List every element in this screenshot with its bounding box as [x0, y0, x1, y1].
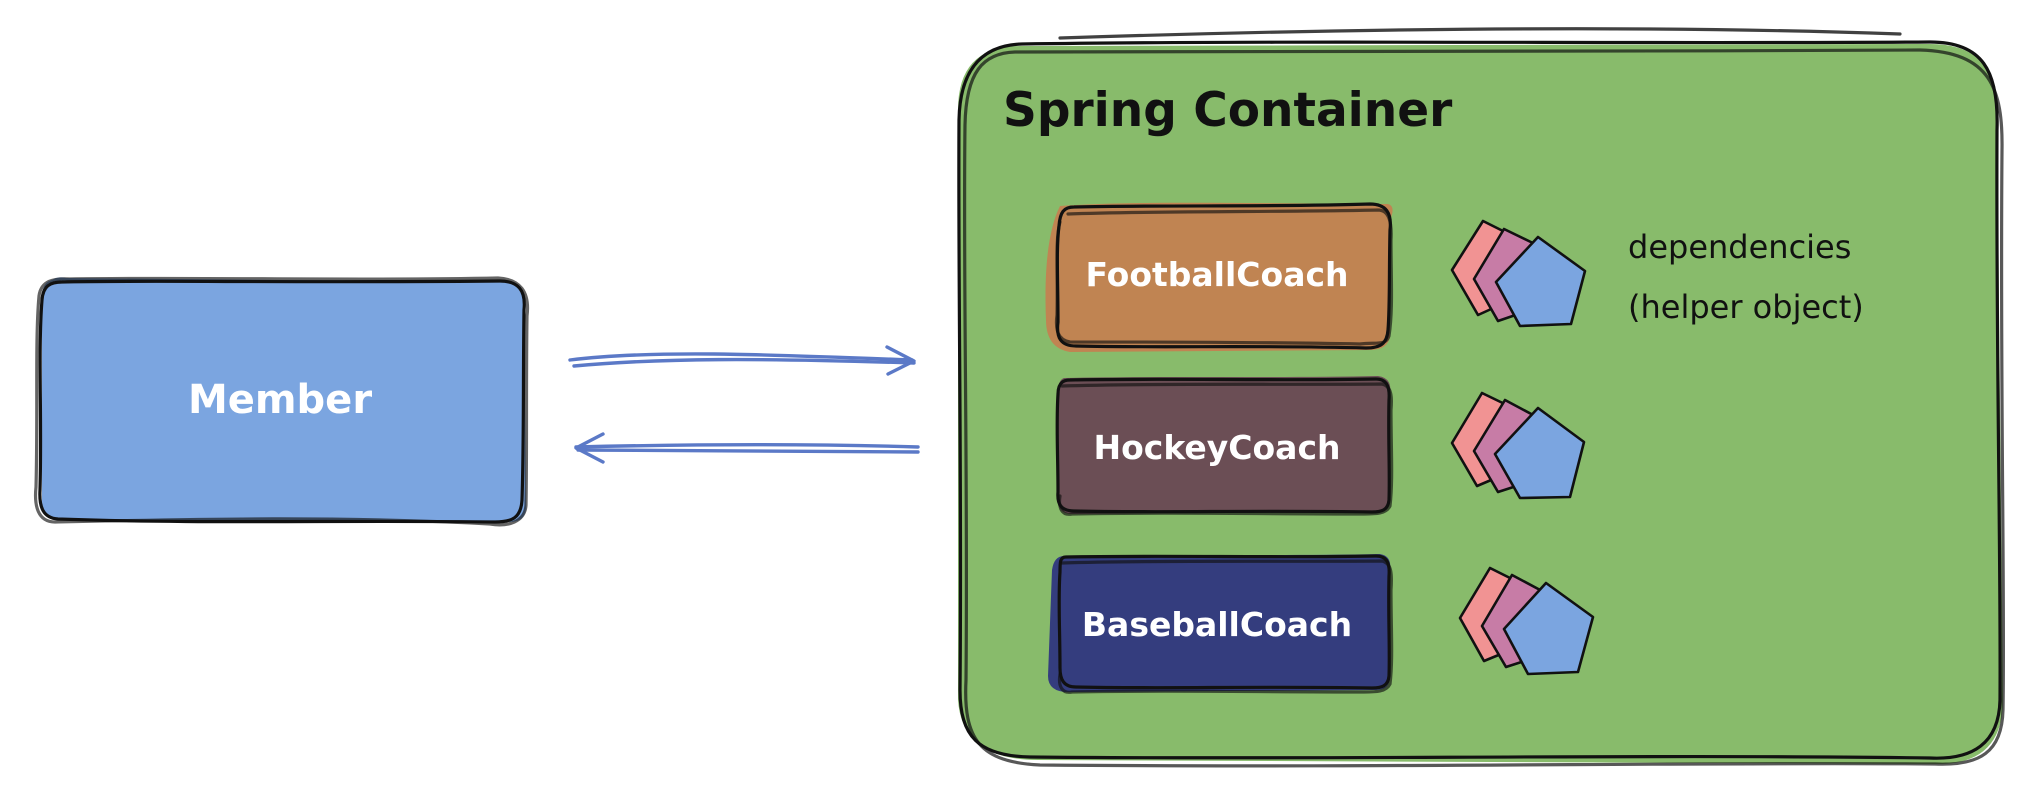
hockey-coach-label: HockeyCoach — [1093, 428, 1340, 467]
dependencies-note-line-1: dependencies — [1628, 228, 1851, 266]
dependency-pentagon-front-icon — [1493, 406, 1586, 500]
request-arrow-line — [568, 352, 914, 362]
response-arrow-line — [574, 443, 920, 449]
football-coach-label: FootballCoach — [1085, 255, 1348, 294]
football-coach-node[interactable]: FootballCoach — [1045, 202, 1394, 352]
dependency-pentagon-front-icon — [1502, 581, 1595, 676]
spring-container[interactable]: Spring Container FootballCoach HockeyCoa… — [957, 27, 2006, 768]
response-arrow-head — [574, 432, 605, 464]
container-top-stroke — [1058, 27, 1902, 40]
dependencies-note-line-2: (helper object) — [1628, 288, 1864, 326]
member-box-fill — [42, 277, 526, 522]
baseball-coach-node[interactable]: BaseballCoach — [1048, 554, 1394, 694]
member-node[interactable]: Member — [33, 276, 530, 527]
container-outline-2 — [962, 48, 2006, 768]
hockey-coach-box-fill — [1058, 376, 1391, 514]
baseball-coach-box-outline-2 — [1057, 559, 1394, 694]
response-arrow-line-2 — [576, 448, 920, 454]
football-dependencies — [1450, 219, 1587, 328]
hockey-dependencies — [1450, 391, 1586, 500]
member-box-outline — [38, 279, 526, 524]
dependency-pentagon-front-icon — [1494, 235, 1587, 328]
response-arrow — [574, 432, 920, 464]
container-outline — [957, 40, 2002, 760]
request-arrow-head — [885, 345, 916, 376]
baseball-coach-label: BaseballCoach — [1082, 605, 1352, 644]
container-title: Spring Container — [1003, 83, 1453, 138]
baseball-coach-box-outline — [1057, 554, 1391, 690]
hockey-coach-box-outline — [1055, 377, 1391, 514]
football-coach-box-outline-2 — [1054, 208, 1394, 346]
member-label: Member — [188, 377, 372, 423]
request-arrow — [568, 345, 916, 376]
member-box-outline-2 — [33, 276, 530, 527]
football-coach-box-fill — [1045, 202, 1393, 352]
hockey-coach-box-outline-2 — [1057, 382, 1394, 516]
hockey-coach-node[interactable]: HockeyCoach — [1055, 376, 1394, 516]
request-arrow-line-2 — [572, 357, 916, 368]
baseball-dependencies — [1458, 566, 1595, 676]
baseball-coach-box-fill — [1048, 554, 1391, 693]
